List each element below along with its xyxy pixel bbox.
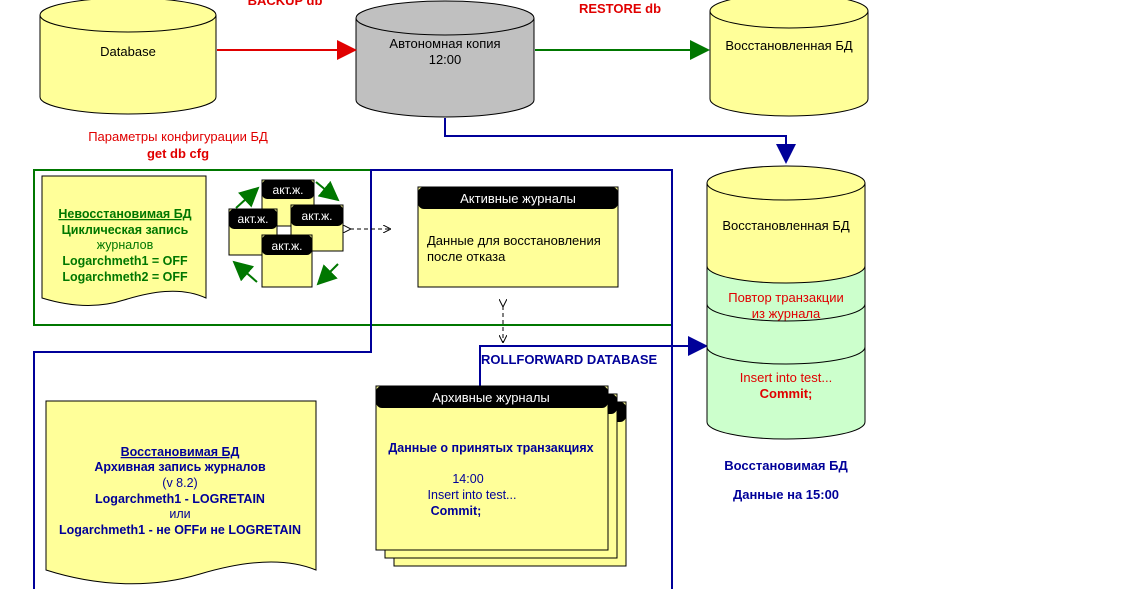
active-log-box-bottom: акт.ж. — [261, 234, 313, 288]
archive-line3: Logarchmeth1 - LOGRETAIN — [95, 492, 265, 506]
archive-line5: Logarchmeth1 - не OFFи не LOGRETAIN — [59, 523, 301, 537]
database-cylinder: Database — [39, 0, 217, 115]
backup-label: BACKUP db — [248, 0, 323, 8]
database-label: Database — [100, 44, 156, 59]
right-insert: Insert into test... — [740, 370, 833, 385]
circular-line3: Logarchmeth1 = OFF — [62, 254, 188, 268]
restored-db-cylinder: Восстановленная БД — [709, 0, 869, 117]
restore-label: RESTORE db — [579, 1, 661, 16]
replay-line2: из журнала — [752, 306, 821, 321]
restored-db-label: Восстановленная БД — [725, 38, 853, 53]
data-time-caption: Данные на 15:00 — [733, 487, 839, 502]
archive-line4: или — [169, 507, 190, 521]
recoverable-title: Восстановимая БД — [121, 445, 240, 459]
log-label-bottom: акт.ж. — [272, 239, 303, 253]
archived-logs-stack: Архивные журналы Данные о принятых транз… — [375, 385, 627, 567]
offline-copy-label: Автономная копия — [389, 36, 500, 51]
right-restored-label: Восстановленная БД — [722, 218, 850, 233]
active-logs-line1: Данные для восстановления — [427, 233, 601, 248]
archive-logging-frame — [33, 169, 673, 589]
replay-line1: Повтор транзакции — [728, 290, 844, 305]
restore-flow-connector — [444, 118, 796, 164]
right-commit: Commit; — [760, 386, 813, 401]
config-params-label: Параметры конфигурации БД — [88, 129, 268, 144]
rollforward-arrow — [479, 336, 708, 386]
archive-line2: (v 8.2) — [162, 476, 197, 490]
cycle-arrow-2 — [315, 180, 340, 202]
offline-copy-cylinder: Автономная копия 12:00 — [355, 0, 535, 118]
cycle-arrow-1 — [235, 186, 260, 209]
non-recoverable-db-note: Невосстановимая БД Циклическая запись жу… — [41, 175, 207, 306]
cycle-arrow-4 — [232, 260, 258, 283]
archived-logs-commit: Commit; — [431, 504, 482, 518]
rollforward-label: ROLLFORWARD DATABASE — [481, 352, 658, 367]
circular-line1: Циклическая запись — [62, 223, 189, 237]
log-label-left: акт.ж. — [238, 212, 269, 226]
archived-logs-time: 14:00 — [452, 472, 483, 486]
circular-line4: Logarchmeth2 = OFF — [62, 270, 188, 284]
active-logs-title: Активные журналы — [460, 191, 576, 206]
offline-copy-time: 12:00 — [429, 52, 462, 67]
archived-logs-title: Архивные журналы — [432, 390, 550, 405]
active-logs-box: Активные журналы Данные для восстановлен… — [417, 186, 619, 288]
archive-line1: Архивная запись журналов — [94, 460, 266, 474]
recoverable-db-note: Восстановимая БД Архивная запись журнало… — [45, 400, 317, 585]
non-recoverable-title: Невосстановимая БД — [58, 207, 191, 221]
config-command: get db cfg — [147, 146, 209, 161]
cycle-arrow-3 — [316, 263, 339, 286]
recoverable-caption: Восстановимая БД — [724, 458, 848, 473]
archived-logs-line1: Данные о принятых транзакциях — [388, 441, 593, 455]
archived-logs-insert: Insert into test... — [428, 488, 517, 502]
recovered-db-cylinder: Восстановленная БД Повтор транзакции из … — [706, 165, 866, 440]
circular-line2: журналов — [97, 238, 154, 252]
log-label-top: акт.ж. — [273, 183, 304, 197]
active-logs-line2: после отказа — [427, 249, 506, 264]
log-label-right: акт.ж. — [302, 209, 333, 223]
